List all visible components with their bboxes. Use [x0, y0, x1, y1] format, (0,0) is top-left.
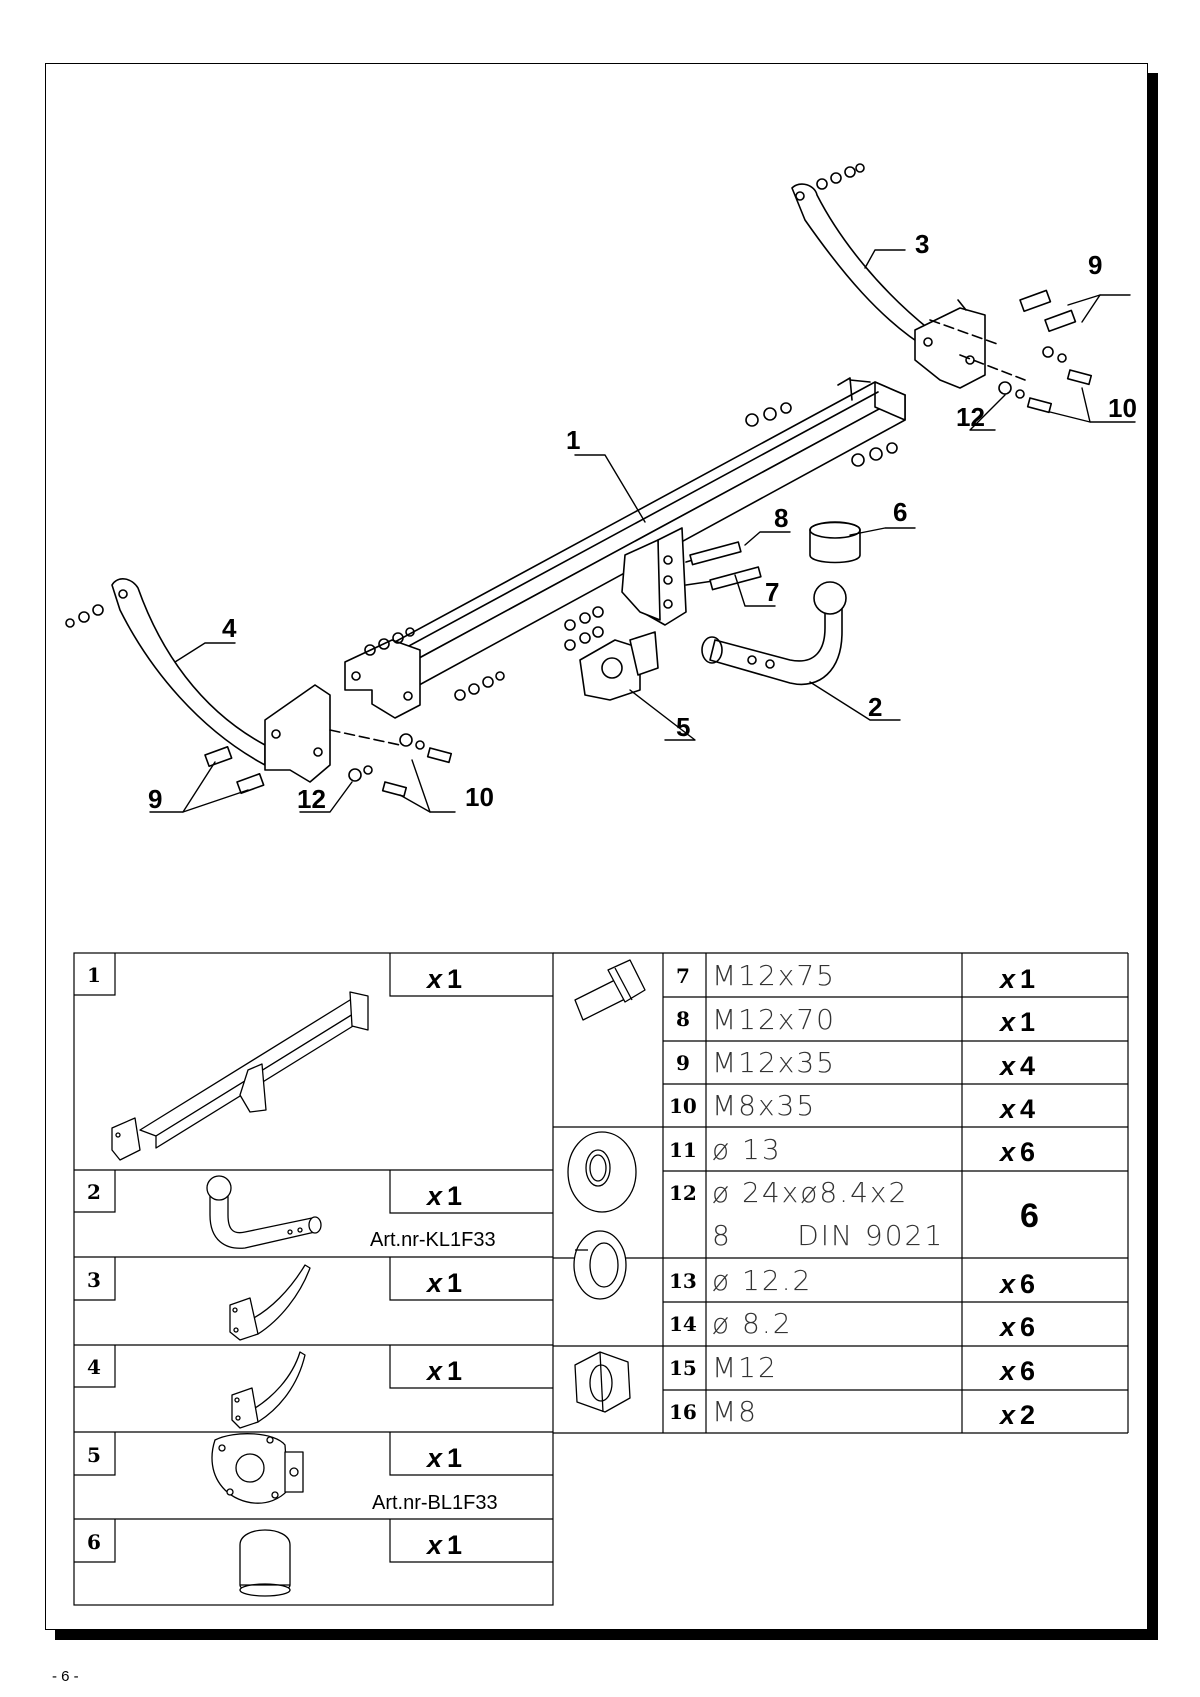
callout-3: 3 [915, 229, 929, 259]
part-7-spec: M12x75 [712, 959, 836, 992]
callout-4: 4 [222, 613, 237, 643]
callout-8: 8 [774, 503, 788, 533]
part-6-qty: 1 [447, 1530, 462, 1560]
thumb-bracket-3 [229, 1264, 311, 1341]
part-11-spec: ø 13 [712, 1133, 782, 1166]
part-11-number: 11 [669, 1138, 697, 1162]
part-7-number: 7 [676, 964, 690, 988]
right-hardware [745, 163, 1093, 467]
part-16-x: x [998, 1400, 1016, 1430]
part-14-x: x [998, 1312, 1016, 1342]
part-1-number: 1 [87, 963, 101, 987]
left-side-bracket [111, 578, 331, 783]
part-6-number: 6 [87, 1530, 101, 1554]
part-16-qty: 2 [1020, 1400, 1035, 1430]
thumb-spring-washer [573, 1230, 627, 1300]
part-12-number: 12 [669, 1181, 697, 1205]
beam-center-bracket [621, 527, 721, 626]
part-9-number: 9 [676, 1051, 690, 1075]
thumb-bolt [574, 959, 646, 1021]
table-thumbnails [111, 959, 646, 1597]
part-6-x: x [425, 1530, 443, 1560]
part-7-qty: 1 [1020, 964, 1035, 994]
callout-10-right: 10 [1108, 393, 1137, 423]
parts-table-grid [73, 952, 1129, 1606]
thumb-socket-plate [211, 1433, 304, 1504]
part-3-number: 3 [87, 1268, 101, 1292]
part-4-qty: 1 [447, 1356, 462, 1386]
thumb-washer [567, 1131, 637, 1213]
part-13-spec: ø 12.2 [712, 1264, 812, 1297]
part-10-x: x [998, 1094, 1016, 1124]
beam-left-plate [344, 639, 421, 719]
callout-6: 6 [893, 497, 907, 527]
part-15-spec: M12 [712, 1351, 778, 1384]
part-10-spec: M8x35 [712, 1089, 816, 1122]
part-9-x: x [998, 1051, 1016, 1081]
callout-12-right: 12 [956, 402, 985, 432]
part-7-x: x [998, 964, 1016, 994]
part-8-spec: M12x70 [712, 1003, 836, 1036]
part-1-qty: 1 [447, 964, 462, 994]
part-1-x: x [425, 964, 443, 994]
part-16-number: 16 [669, 1400, 697, 1424]
part-4-number: 4 [87, 1355, 101, 1379]
part-11-qty: 6 [1020, 1137, 1035, 1167]
thumb-ball-cap [239, 1529, 291, 1597]
callout-9-right: 9 [1088, 250, 1102, 280]
parts-right-text: 7 M12x75 x 1 8 M12x70 x 1 9 M12x35 x 4 1… [669, 959, 1039, 1430]
callout-2: 2 [868, 692, 882, 722]
part-13-qty: 6 [1020, 1269, 1035, 1299]
callout-10-left: 10 [465, 782, 494, 812]
thumb-beam [111, 991, 369, 1161]
part-13-x: x [998, 1269, 1016, 1299]
part-9-spec: M12x35 [712, 1046, 836, 1079]
thumb-towball [206, 1175, 322, 1249]
part-16-spec: M8 [712, 1395, 758, 1428]
left-hardware [65, 604, 505, 798]
callout-9-left: 9 [148, 784, 162, 814]
parts-left-text: 1 x 1 2 x 1 Art.nr-KL1F33 3 x 1 4 x 1 5 … [87, 963, 498, 1560]
tow-ball [701, 521, 861, 686]
part-8-x: x [998, 1007, 1016, 1037]
part-15-number: 15 [669, 1356, 697, 1380]
part-8-qty: 1 [1020, 1007, 1035, 1037]
part-8-number: 8 [676, 1007, 690, 1031]
part-14-spec: ø 8.2 [712, 1307, 793, 1340]
callout-1: 1 [566, 425, 580, 455]
part-12-spec: ø 24xø8.4x2 [712, 1176, 908, 1209]
part-4-x: x [425, 1356, 443, 1386]
part-5-x: x [425, 1443, 443, 1473]
part-2-qty: 1 [447, 1181, 462, 1211]
part-15-qty: 6 [1020, 1356, 1035, 1386]
part-3-x: x [425, 1268, 443, 1298]
part-10-number: 10 [669, 1094, 697, 1118]
part-5-number: 5 [87, 1443, 101, 1467]
part-15-x: x [998, 1356, 1016, 1386]
right-side-bracket [791, 183, 986, 389]
part-12-qty: 6 [1020, 1197, 1039, 1235]
part-14-qty: 6 [1020, 1312, 1035, 1342]
part-3-qty: 1 [447, 1268, 462, 1298]
part-12-spec-din: 8 DIN 9021 [712, 1219, 944, 1252]
part-14-number: 14 [669, 1312, 697, 1336]
part-13-number: 13 [669, 1269, 697, 1293]
socket-plate [564, 606, 659, 701]
page-number: - 6 - [52, 1668, 79, 1685]
thumb-bracket-4 [231, 1351, 306, 1429]
callout-5: 5 [676, 712, 690, 742]
part-9-qty: 4 [1020, 1051, 1035, 1081]
callout-12-left: 12 [297, 784, 326, 814]
part-10-qty: 4 [1020, 1094, 1035, 1124]
part-5-art-number: Art.nr-BL1F33 [372, 1492, 498, 1514]
part-11-x: x [998, 1137, 1016, 1167]
part-5-qty: 1 [447, 1443, 462, 1473]
part-2-number: 2 [87, 1180, 101, 1204]
thumb-nut [574, 1351, 631, 1413]
part-2-art-number: Art.nr-KL1F33 [370, 1229, 496, 1251]
part-2-x: x [425, 1181, 443, 1211]
callout-7: 7 [765, 577, 779, 607]
callout-leaders [149, 249, 1136, 813]
